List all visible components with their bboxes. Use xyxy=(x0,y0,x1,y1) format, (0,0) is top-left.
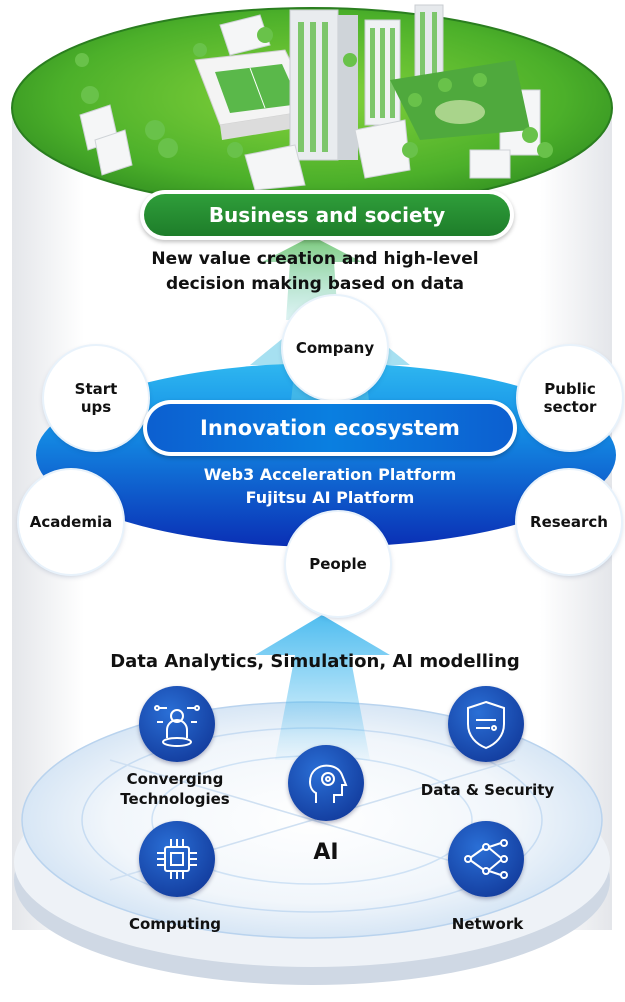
node-academia: Academia xyxy=(19,470,123,574)
data-security-label: Data & Security xyxy=(420,781,555,799)
converging-label-2: Technologies xyxy=(120,790,230,808)
node-company: Company xyxy=(283,296,387,400)
converging-label-1: Converging xyxy=(126,770,224,788)
network-nodes-icon xyxy=(448,821,524,897)
node-research: Research xyxy=(517,470,621,574)
value-creation-line1: New value creation and high-level xyxy=(151,249,479,269)
node-public-label-1: Public xyxy=(544,380,596,398)
platform-line2: Fujitsu AI Platform xyxy=(245,488,415,507)
platform-line1: Web3 Acceleration Platform xyxy=(203,465,457,484)
base-heading: Data Analytics, Simulation, AI modelling xyxy=(110,651,520,672)
node-public-sector: Public sector xyxy=(518,346,622,450)
node-startups: Start ups xyxy=(44,346,148,450)
computing-chip-icon xyxy=(139,821,215,897)
innovation-ecosystem-pill: Innovation ecosystem xyxy=(143,400,517,456)
data-security-shield-icon xyxy=(448,686,524,762)
node-company-label: Company xyxy=(295,339,375,357)
node-startups-label-1: Start xyxy=(74,380,118,398)
value-creation-line2: decision making based on data xyxy=(165,274,465,294)
converging-technologies-icon xyxy=(139,686,215,762)
node-startups-label-2: ups xyxy=(80,398,112,416)
node-research-label: Research xyxy=(530,513,608,531)
node-public-label-2: sector xyxy=(543,398,597,416)
network-label: Network xyxy=(451,915,524,933)
business-society-title: Business and society xyxy=(144,194,510,236)
ai-label: AI xyxy=(313,840,339,865)
business-society-pill: Business and society xyxy=(140,190,514,240)
node-people: People xyxy=(286,512,390,616)
city-illustration-icon xyxy=(75,4,553,190)
node-people-label: People xyxy=(309,555,367,573)
node-academia-label: Academia xyxy=(29,513,113,531)
ai-head-icon xyxy=(288,745,364,821)
computing-label: Computing xyxy=(128,915,222,933)
innovation-ecosystem-title: Innovation ecosystem xyxy=(147,404,513,452)
